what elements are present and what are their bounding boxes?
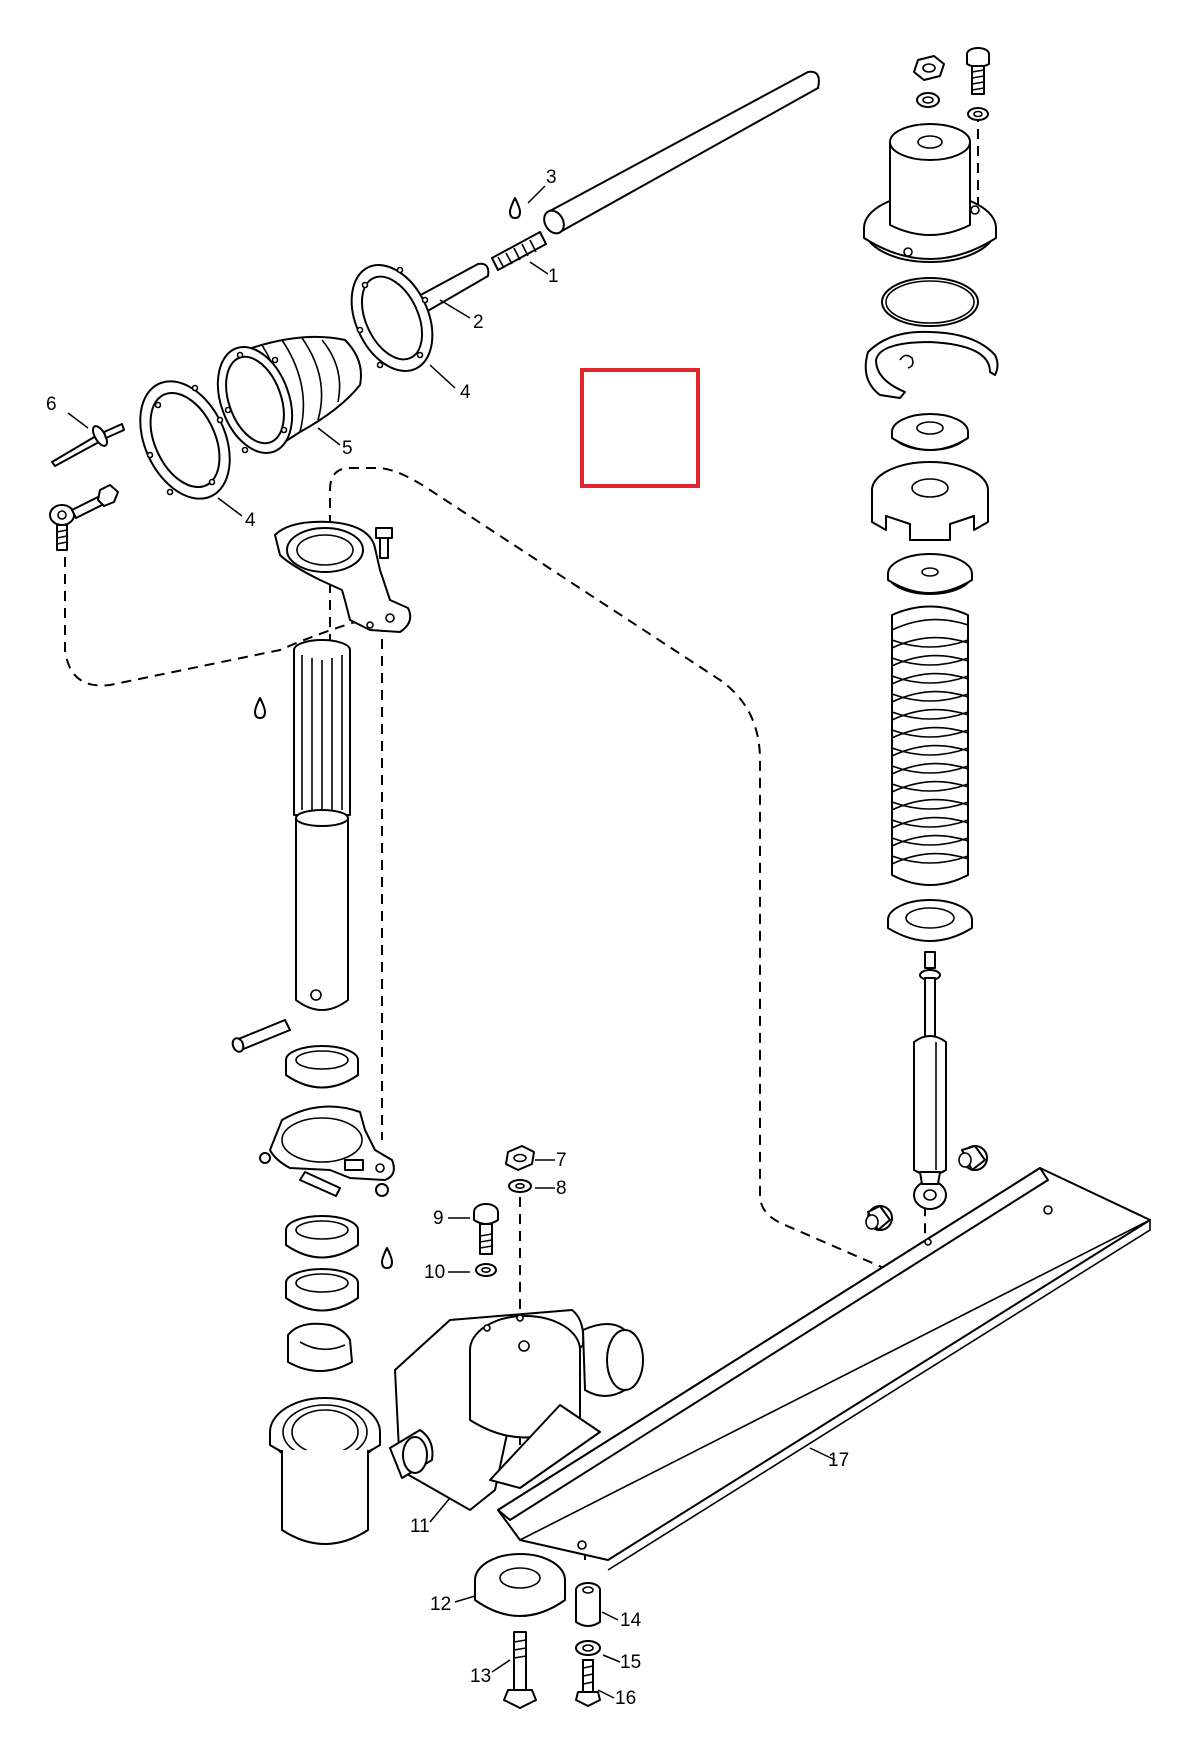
splined-steering-column bbox=[293, 639, 351, 1011]
coil-spring bbox=[891, 605, 969, 886]
bearing-ring-2 bbox=[285, 1215, 359, 1259]
highlight-box bbox=[580, 368, 700, 488]
top-washer bbox=[916, 92, 940, 108]
spring-seat-lower bbox=[887, 899, 973, 942]
clamp-bracket bbox=[259, 1105, 395, 1197]
steering-bracket bbox=[274, 520, 412, 633]
callout-6: 6 bbox=[46, 394, 57, 415]
callout-2: 2 bbox=[473, 312, 484, 333]
pivot-bushing-cup bbox=[269, 1397, 381, 1545]
washer-part-8 bbox=[508, 1179, 532, 1193]
callout-4-upper: 4 bbox=[460, 382, 471, 403]
callout-4-lower: 4 bbox=[245, 510, 256, 531]
roll-pin bbox=[231, 1019, 291, 1053]
bearing-ring-1 bbox=[285, 1045, 359, 1089]
callout-8: 8 bbox=[556, 1178, 567, 1199]
bolt-part-13 bbox=[503, 1631, 537, 1709]
callout-16: 16 bbox=[615, 1688, 636, 1709]
oil-drop-icon bbox=[509, 197, 521, 219]
washer-part-10 bbox=[475, 1263, 497, 1277]
rivet-part-6 bbox=[51, 423, 125, 467]
callout-11: 11 bbox=[410, 1516, 430, 1537]
bearing-ring-3 bbox=[285, 1268, 359, 1312]
shock-absorber bbox=[913, 951, 947, 1210]
o-ring bbox=[881, 277, 979, 327]
callout-15: 15 bbox=[620, 1652, 641, 1673]
spacer-washer-1 bbox=[891, 413, 969, 451]
socket-cap-screw bbox=[966, 47, 990, 95]
pivot-housing-part-11 bbox=[389, 1309, 644, 1511]
threaded-pin-part-1 bbox=[491, 231, 547, 271]
trailing-arm-channel-part-17 bbox=[497, 1167, 1151, 1571]
assembly-path-upper bbox=[329, 467, 926, 1279]
top-mount-housing bbox=[863, 123, 997, 263]
half-shell-bushing bbox=[287, 1322, 353, 1372]
callout-17: 17 bbox=[828, 1450, 849, 1471]
spacer-washer-2 bbox=[887, 553, 973, 595]
flange-gasket-part-4-lower bbox=[139, 380, 231, 500]
callout-13: 13 bbox=[470, 1666, 491, 1687]
mount-cup-part-12 bbox=[474, 1553, 566, 1617]
oil-drop-icon bbox=[381, 1247, 393, 1269]
oil-drop-icon bbox=[254, 697, 266, 719]
bolt-part-16 bbox=[575, 1659, 601, 1707]
ball-joint-rod-end bbox=[49, 484, 119, 551]
bellows-boot-part-5 bbox=[216, 335, 362, 454]
callout-14: 14 bbox=[620, 1610, 642, 1631]
bolt-part-9 bbox=[473, 1203, 499, 1255]
drive-shaft-tube bbox=[543, 70, 820, 235]
shock-bushing-right bbox=[958, 1145, 988, 1171]
callout-1: 1 bbox=[548, 266, 559, 287]
callout-9: 9 bbox=[433, 1208, 444, 1229]
callout-5: 5 bbox=[342, 438, 353, 459]
washer-part-15 bbox=[575, 1640, 601, 1656]
screw-washer bbox=[967, 107, 989, 121]
spacer-part-14 bbox=[575, 1582, 601, 1627]
callout-10: 10 bbox=[424, 1262, 445, 1283]
callout-3: 3 bbox=[546, 167, 557, 188]
shock-bushing-left bbox=[865, 1205, 893, 1231]
leader-lines bbox=[67, 185, 836, 1699]
spring-seat-upper bbox=[871, 461, 989, 541]
nut-part-7 bbox=[505, 1145, 535, 1171]
callout-12: 12 bbox=[430, 1594, 451, 1615]
snap-ring bbox=[864, 330, 999, 399]
top-nut bbox=[913, 55, 945, 81]
flange-gasket-part-4-upper bbox=[350, 264, 434, 372]
callout-7: 7 bbox=[556, 1150, 567, 1171]
